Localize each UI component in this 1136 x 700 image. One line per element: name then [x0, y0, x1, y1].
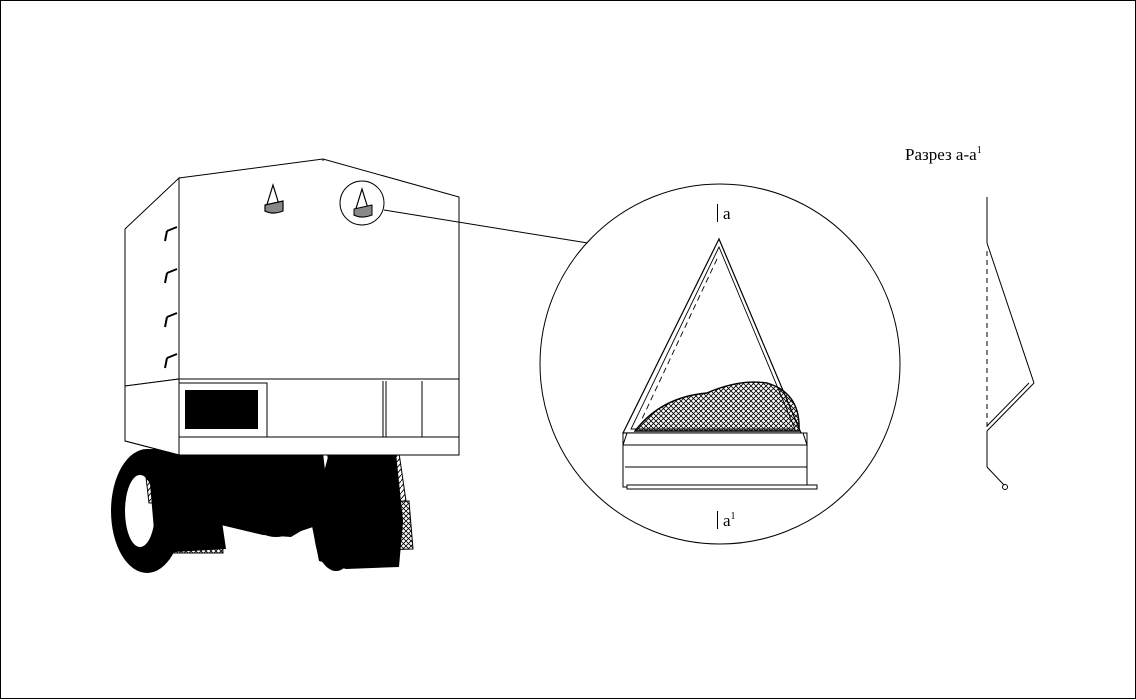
- detail-view: [539, 183, 901, 545]
- side-ribs: [164, 226, 178, 369]
- section-marker-top: a: [717, 204, 731, 222]
- tracked-wheel-right: [311, 449, 414, 571]
- warning-triangle-icon: [264, 182, 284, 214]
- bumper-details: [178, 381, 459, 438]
- section-marker-bottom: a1: [717, 511, 736, 529]
- axle-housing: [209, 453, 331, 537]
- detail-leader-line: [383, 209, 595, 245]
- warning-triangle-icon: [339, 180, 385, 226]
- section-title: Разрез а-а1: [905, 145, 982, 164]
- section-view: [986, 197, 1035, 490]
- vehicle-body: [124, 158, 460, 456]
- license-plate: [185, 390, 258, 429]
- tracked-wheel-left: [111, 447, 226, 573]
